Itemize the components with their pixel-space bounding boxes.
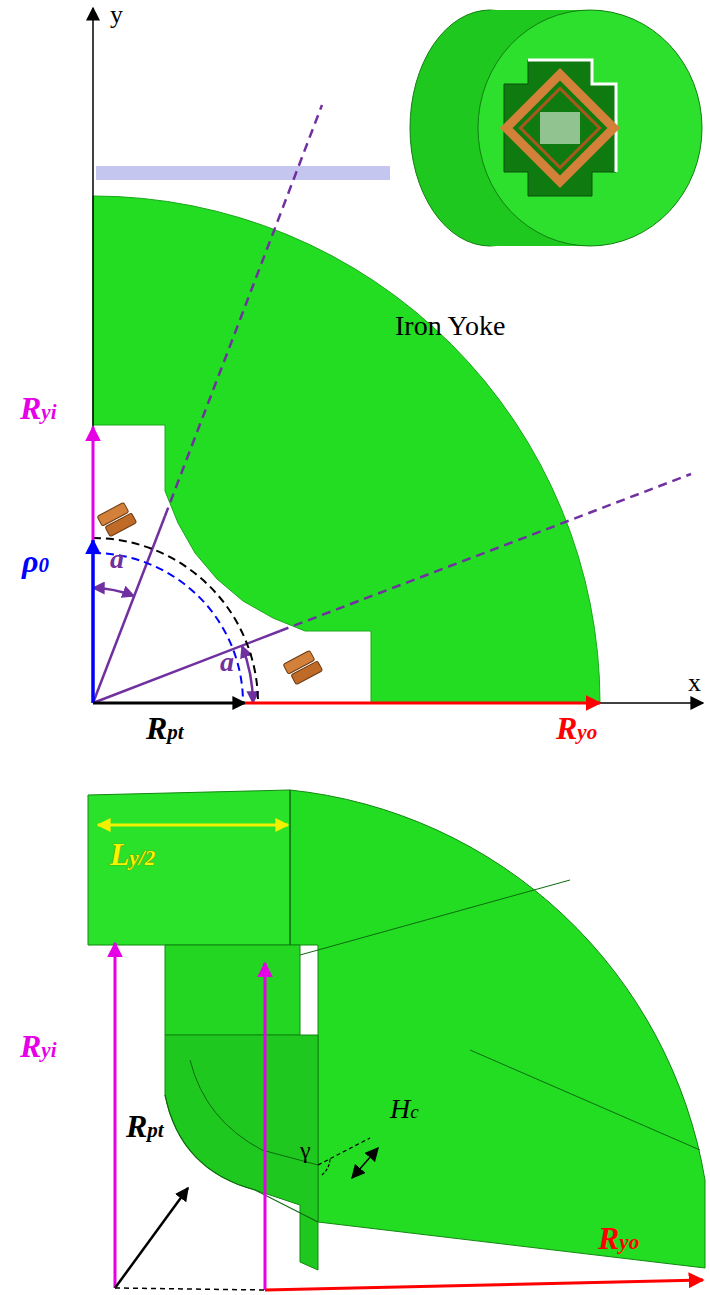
coil-symbol — [97, 501, 137, 537]
coil-symbol — [283, 649, 323, 685]
inner-yoke-radius-arrow — [114, 943, 117, 1288]
dimension-label: ρ0 — [22, 545, 49, 577]
angle-label: a — [110, 545, 124, 573]
coil-thumbnail-inner — [520, 88, 599, 167]
angle-line-dashed — [280, 474, 691, 631]
yoke-top-block — [88, 790, 290, 945]
part-name: Iron Yoke — [395, 312, 505, 340]
reference-radius-arc — [93, 553, 243, 703]
inner-yoke-radius-arrow — [92, 427, 95, 540]
cylinder-face — [478, 10, 702, 246]
inner-yoke-radius-arrow — [264, 963, 267, 1290]
base-guide — [115, 1288, 265, 1290]
angle-line-dashed — [165, 105, 322, 516]
x-axis — [93, 702, 703, 704]
yoke-3d-thumbnail — [410, 10, 702, 246]
dimension-label: Ryi — [20, 392, 57, 424]
coil-thumbnail — [506, 74, 613, 181]
chamfer-height-arrow — [352, 1148, 378, 1178]
bore-view — [540, 112, 580, 144]
pole-tip-radius-arrow — [115, 1188, 188, 1288]
axis-label: y — [110, 2, 123, 28]
yoke-step — [165, 945, 300, 1035]
cylinder-bore — [504, 60, 616, 196]
dimension-label: Rpt — [126, 1110, 164, 1142]
angle-line — [93, 516, 165, 703]
header-bar — [96, 166, 390, 180]
angle-label: γ — [300, 1138, 311, 1162]
dimension-label: Ryi — [20, 1030, 57, 1062]
chamfer-guide — [318, 1138, 370, 1165]
dimension-label: Rpt — [146, 712, 184, 744]
dimension-label: Hc — [390, 1095, 419, 1123]
pole — [165, 1035, 318, 1270]
angle-line — [93, 631, 280, 703]
reference-radius-arrow — [91, 540, 95, 703]
dimension-label: Ryo — [556, 712, 597, 744]
angle-arc — [93, 588, 134, 596]
facet-edge — [290, 790, 291, 945]
axis-label: x — [688, 670, 701, 696]
yoke-ring-face — [290, 790, 705, 1268]
pole-tip-radius-arc — [93, 538, 258, 703]
outer-yoke-radius-arrow — [265, 1280, 703, 1290]
angle-label: a — [220, 648, 234, 676]
pole-tip-radius-arrow — [93, 702, 245, 705]
chamfer-angle-arc — [322, 1158, 330, 1175]
pole-face-edge — [190, 1060, 318, 1165]
facet-edge — [300, 880, 570, 955]
dimension-label: Ryo — [598, 1222, 639, 1254]
outer-yoke-radius-arrow — [245, 702, 600, 705]
half-length-arrow — [98, 824, 288, 827]
facet-edge — [470, 1050, 700, 1150]
y-axis — [92, 8, 94, 703]
iron-yoke — [93, 196, 600, 703]
dimension-label: Ly/2 — [110, 838, 155, 870]
